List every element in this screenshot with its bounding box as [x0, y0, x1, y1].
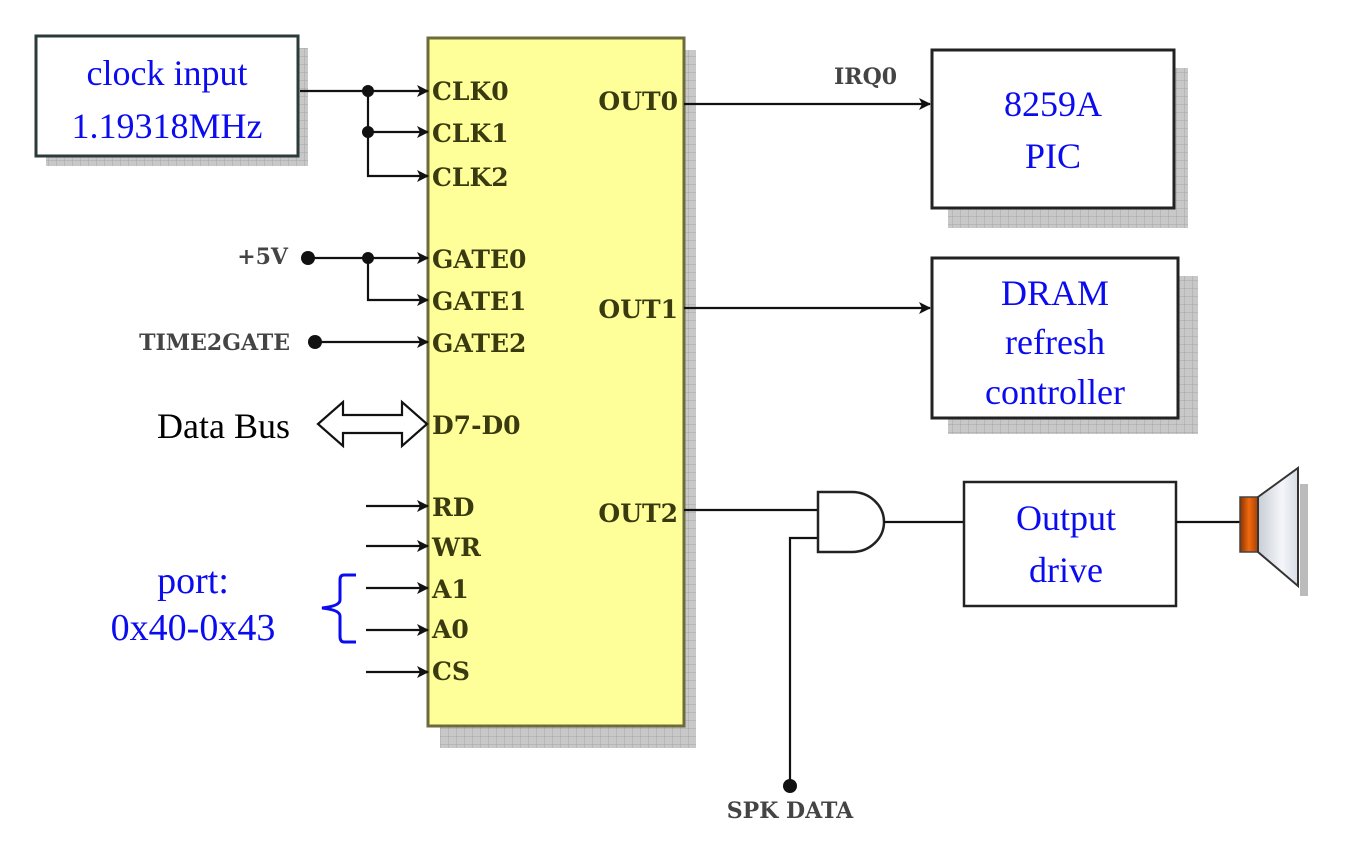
dram-refresh-box: DRAM refresh controller — [930, 256, 1198, 434]
pin-clk1: CLK1 — [432, 119, 509, 148]
pin-gate2: GATE2 — [432, 329, 526, 358]
spk-data-label: SPK DATA — [727, 798, 854, 824]
right-pin-labels: OUT0 OUT1 OUT2 — [598, 87, 678, 528]
pin-clk2: CLK2 — [432, 163, 509, 192]
left-pin-labels: CLK0 CLK1 CLK2 GATE0 GATE1 GATE2 D7-D0 R… — [431, 77, 526, 686]
clock-input-box: clock input 1.19318MHz — [34, 34, 308, 166]
pin-wr: WR — [431, 533, 481, 562]
port-annotation: port: 0x40-0x43 — [111, 560, 356, 649]
vcc-label: +5V — [237, 244, 289, 270]
pic-label-line1: 8259A — [1004, 84, 1102, 124]
brace-icon — [321, 573, 356, 644]
control-wires — [366, 500, 429, 678]
port-label: port: — [157, 560, 229, 602]
output-drive-box: Output drive — [962, 480, 1178, 608]
pin-clk0: CLK0 — [432, 77, 509, 106]
speaker-icon — [1176, 466, 1308, 596]
pin-gate1: GATE1 — [432, 287, 526, 316]
and-gate-icon — [816, 490, 886, 554]
pin-gate0: GATE0 — [432, 245, 526, 274]
chip-body — [426, 36, 686, 728]
pin-a0: A0 — [431, 615, 469, 644]
irq0-connection: IRQ0 — [684, 64, 931, 110]
pin-rd: RD — [432, 493, 474, 522]
drive-label-line1: Output — [1016, 498, 1116, 538]
data-bus-label: Data Bus — [157, 406, 290, 446]
junction-dot — [362, 252, 374, 264]
gate-wires: +5V TIME2GATE — [139, 244, 429, 356]
pin-data-bus: D7-D0 — [432, 411, 521, 440]
spk-data-terminal-dot — [783, 779, 797, 793]
junction-dot — [362, 85, 374, 97]
pin-out1: OUT1 — [598, 295, 678, 324]
clock-input-label: clock input — [87, 53, 248, 93]
dram-label-line3: controller — [985, 372, 1125, 412]
clock-wires — [300, 85, 429, 182]
data-bus: Data Bus — [157, 399, 429, 449]
clock-frequency-label: 1.19318MHz — [72, 106, 263, 146]
port-range-label: 0x40-0x43 — [111, 607, 276, 649]
pic-label-line2: PIC — [1025, 136, 1081, 176]
pin-out0: OUT0 — [598, 87, 678, 116]
dram-label-line1: DRAM — [1001, 273, 1109, 313]
pic-box: 8259A PIC — [930, 48, 1188, 228]
pin-a1: A1 — [431, 575, 469, 604]
pin-cs: CS — [432, 657, 470, 686]
junction-dot — [362, 126, 374, 138]
dram-label-line2: refresh — [1005, 322, 1105, 362]
bidirectional-arrow-icon — [316, 399, 429, 449]
irq0-label: IRQ0 — [834, 64, 897, 90]
speaker-path: SPK DATA — [684, 490, 964, 824]
pin-out2: OUT2 — [598, 499, 678, 528]
time2gate-label: TIME2GATE — [139, 330, 290, 356]
timer-chip — [426, 36, 696, 748]
drive-label-line2: drive — [1029, 550, 1103, 590]
